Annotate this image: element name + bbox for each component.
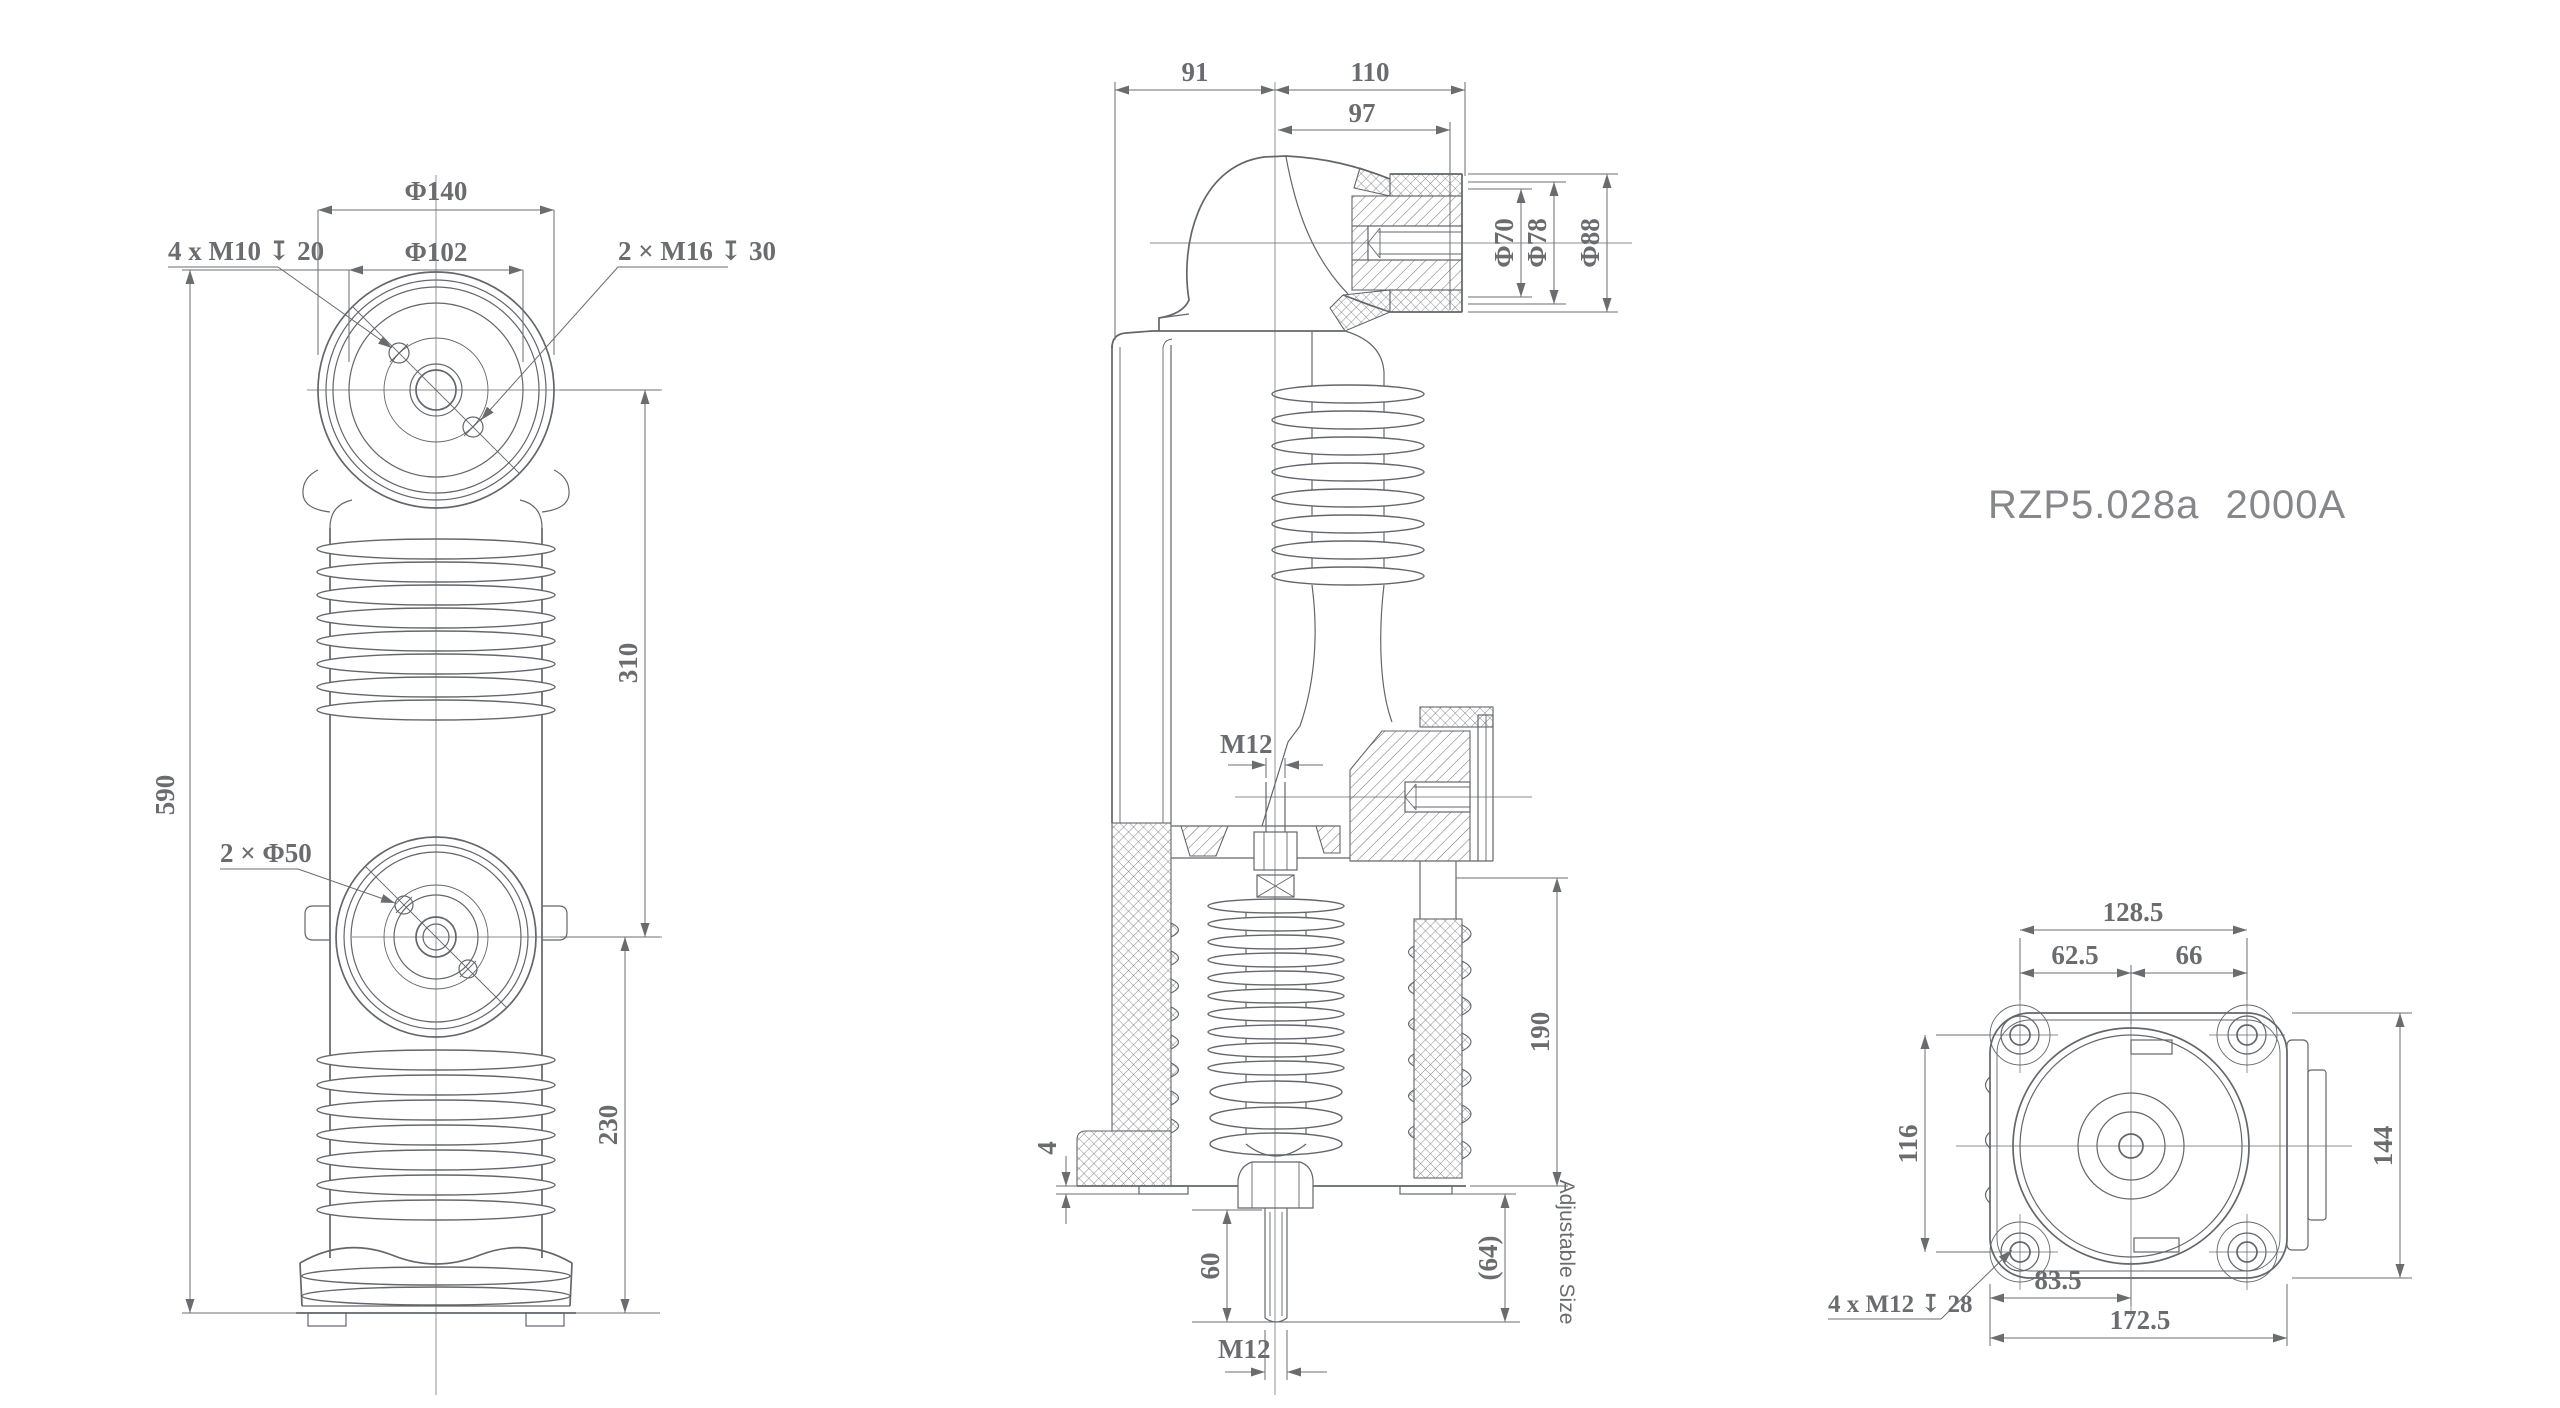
dim-hole-offset-left: 62.5 — [2051, 940, 2098, 970]
front-view-geometry — [296, 175, 662, 1395]
dim-outer-diameter: Φ140 — [405, 176, 468, 206]
dim-sleeve-diameter: Φ78 — [1522, 218, 1552, 267]
dim-stem-thread: M12 — [1220, 729, 1272, 759]
callout-side-thread: 2 × M16 ↧ 30 — [618, 236, 776, 266]
section-view-geometry — [1076, 82, 1632, 1395]
dim-total-height: 590 — [150, 775, 180, 816]
dim-pad-gap: 4 — [1032, 1141, 1062, 1155]
callout-top-thread: 4 x M10 ↧ 20 — [168, 236, 324, 266]
dim-lower-housing-span: 190 — [1525, 1012, 1555, 1053]
section-view: 91 110 97 Φ70 Φ78 Φ88 M12 — [1032, 57, 1632, 1395]
dim-bore-diameter: Φ70 — [1489, 218, 1519, 267]
dim-rod-length: 60 — [1195, 1253, 1225, 1280]
dim-offset-left: 91 — [1182, 57, 1209, 87]
bottom-view: 128.5 62.5 66 116 144 83.5 172. — [1828, 897, 2412, 1346]
callout-boss-diameter: 2 × Φ50 — [220, 838, 312, 868]
section-view-dimensions: 91 110 97 Φ70 Φ78 Φ88 M12 — [1032, 57, 1618, 1380]
dim-foot-span: 83.5 — [2034, 1265, 2081, 1295]
dim-upper-span: 310 — [613, 643, 643, 684]
dim-rod-thread: M12 — [1218, 1334, 1270, 1364]
dim-hole-offset-right: 66 — [2176, 940, 2203, 970]
dim-bolt-circle-diameter: Φ102 — [405, 237, 468, 267]
dim-adjustable-length: (64) — [1473, 1236, 1503, 1281]
dim-offset-right: 110 — [1350, 57, 1389, 87]
drawing-title: RZP5.028a 2000A — [1988, 483, 2346, 527]
front-view-dimensions: Φ140 Φ102 4 x M10 ↧ 20 2 × M16 ↧ 30 2 × … — [150, 176, 776, 1314]
dim-bushing-outer-diameter: Φ88 — [1575, 218, 1605, 267]
dim-hole-span-height: 116 — [1893, 1124, 1923, 1163]
note-adjustable-size: Adjustable Size — [1555, 1180, 1578, 1325]
dim-lower-span: 230 — [593, 1105, 623, 1146]
callout-corner-thread: 4 x M12 ↧ 28 — [1828, 1291, 1973, 1318]
dim-flange-height: 144 — [2368, 1126, 2398, 1167]
bottom-view-dimensions: 128.5 62.5 66 116 144 83.5 172. — [1828, 897, 2412, 1346]
dim-flange-width: 172.5 — [2110, 1305, 2171, 1335]
front-view: Φ140 Φ102 4 x M10 ↧ 20 2 × M16 ↧ 30 2 × … — [150, 175, 776, 1395]
dim-bushing-length: 97 — [1349, 98, 1376, 128]
dim-hole-span-width: 128.5 — [2103, 897, 2164, 927]
